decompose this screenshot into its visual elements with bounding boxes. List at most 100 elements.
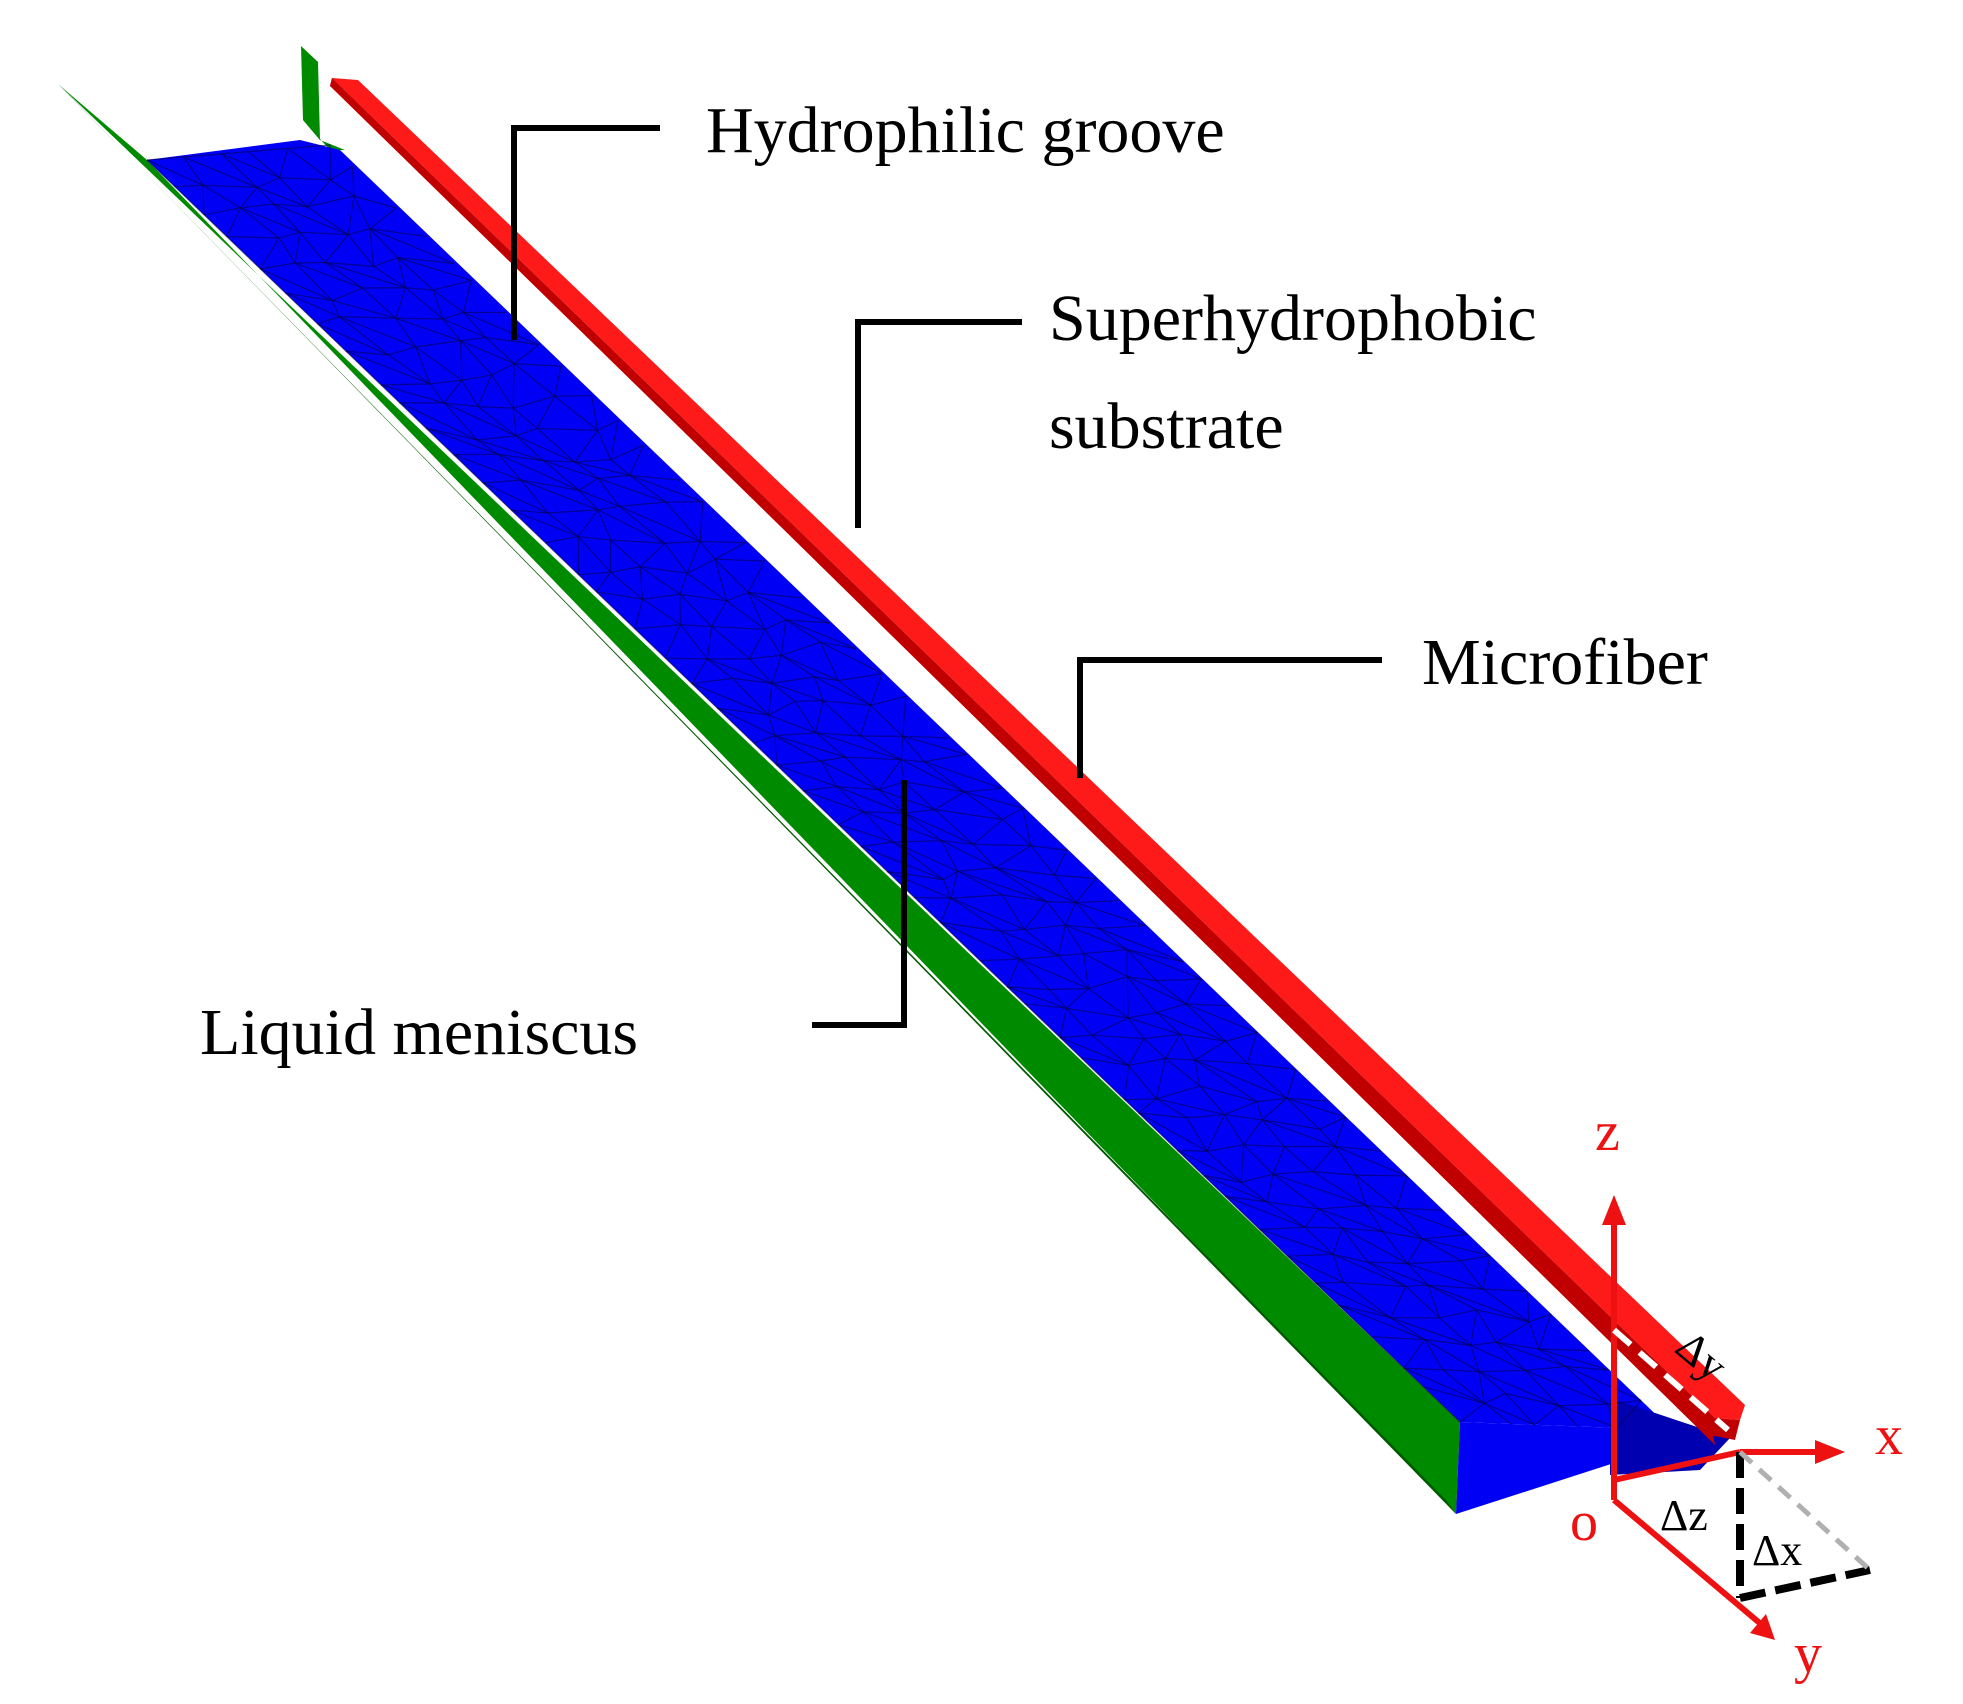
mesh-edge — [1332, 1253, 1406, 1287]
mesh-edge — [1355, 1174, 1397, 1209]
mesh-edge — [979, 960, 1008, 988]
mesh-edge — [1424, 1338, 1471, 1347]
mesh-edge — [1155, 1012, 1181, 1035]
mesh-edge — [1272, 1173, 1319, 1210]
mesh-edge — [1538, 1313, 1552, 1350]
mesh-edge — [260, 262, 296, 270]
mesh-edge — [1365, 1204, 1397, 1209]
mesh-edge — [1242, 1119, 1263, 1146]
mesh-edge — [1261, 1119, 1336, 1147]
mesh-edge — [1332, 1227, 1343, 1255]
mesh-edge — [1538, 1348, 1566, 1367]
mesh-edge — [860, 735, 902, 761]
mesh-edge — [629, 474, 680, 481]
mesh-edge — [1007, 986, 1050, 991]
mesh-edge — [1482, 1288, 1527, 1292]
mesh-edge — [345, 350, 431, 385]
mesh-edge — [903, 812, 942, 842]
mesh-edge — [462, 280, 473, 313]
mesh-edge — [1185, 1003, 1226, 1042]
mesh-edge — [1460, 1255, 1491, 1262]
mesh-edge — [732, 677, 772, 684]
mesh-edge — [1002, 807, 1023, 820]
mesh-edge — [1423, 1386, 1461, 1423]
mesh-edge — [429, 383, 445, 404]
mesh-edge — [900, 736, 904, 760]
mesh-edge — [453, 454, 522, 481]
mesh-edge — [203, 184, 258, 188]
mesh-edge — [1225, 1195, 1305, 1228]
mesh-edge — [665, 657, 708, 660]
mesh-edge — [461, 379, 479, 407]
mesh-edge — [1478, 1369, 1526, 1373]
mesh-edge — [717, 707, 776, 737]
mesh-edge — [714, 559, 728, 602]
mesh-edge — [1138, 1112, 1178, 1151]
label-liquid-meniscus: Liquid meniscus — [200, 996, 638, 1069]
mesh-edge — [642, 593, 680, 600]
mesh-edge — [1470, 1341, 1497, 1347]
mesh-edge — [1272, 1170, 1313, 1175]
mesh-edge — [477, 406, 514, 409]
mesh-edge — [405, 287, 434, 291]
mesh-edge — [460, 340, 493, 376]
mesh-edge — [1177, 1149, 1207, 1152]
mesh-edge — [1054, 874, 1097, 880]
mesh-edge — [1155, 1011, 1226, 1042]
mesh-edge — [1367, 1261, 1406, 1287]
mesh-edge — [1059, 1037, 1129, 1067]
mesh-edge — [1127, 1038, 1145, 1066]
mesh-edge — [146, 159, 176, 188]
mesh-edge — [819, 760, 838, 787]
mesh-edge — [330, 179, 355, 197]
mesh-edge — [1224, 1040, 1248, 1064]
mesh-edge — [1075, 902, 1146, 927]
mesh-edge — [287, 144, 331, 150]
mesh-edge — [278, 148, 289, 178]
mesh-edge — [1338, 1304, 1391, 1319]
mesh-edge — [331, 300, 340, 317]
mesh-edge — [940, 840, 959, 872]
mesh-edge — [1528, 1313, 1552, 1323]
mesh-edge — [714, 542, 746, 560]
mesh-edge — [957, 867, 996, 872]
mesh-edge — [347, 195, 355, 235]
mesh-edge — [547, 512, 579, 538]
mesh-edge — [748, 591, 804, 599]
mesh-edge — [1243, 1144, 1274, 1175]
mesh-edge — [878, 789, 905, 814]
mesh-edge — [279, 177, 308, 208]
mesh-edge — [461, 374, 492, 381]
mesh-edge — [711, 625, 765, 630]
mesh-edge — [203, 214, 228, 237]
mesh-edge — [1185, 1003, 1229, 1007]
mesh-edge — [256, 186, 308, 208]
mesh-edge — [578, 574, 597, 593]
mesh-edge — [202, 184, 241, 209]
mesh-edge — [1332, 1254, 1344, 1283]
mesh-edge — [388, 354, 431, 385]
mesh-edge — [324, 261, 406, 289]
mesh-edge — [1470, 1309, 1478, 1346]
mesh-edge — [610, 444, 644, 461]
mesh-edge — [1404, 1367, 1443, 1371]
mesh-edge — [940, 922, 1020, 960]
mesh-edge — [802, 790, 839, 825]
mesh-edge — [1287, 1255, 1317, 1284]
mesh-edge — [634, 598, 644, 629]
mesh-edge — [1286, 1097, 1321, 1130]
mesh-edge — [679, 593, 713, 627]
mesh-edge — [1484, 1402, 1535, 1426]
label-substrate: substrate — [1049, 390, 1284, 463]
mesh-edge — [1177, 1149, 1204, 1176]
mesh-edge — [1427, 1284, 1441, 1319]
mesh-edge — [838, 680, 871, 706]
mesh-edge — [815, 732, 861, 737]
mesh-edge — [397, 257, 454, 264]
mesh-edge — [639, 542, 666, 568]
mesh-edge — [369, 207, 397, 230]
mesh-edge — [1203, 1174, 1242, 1183]
mesh-edge — [781, 654, 839, 682]
mesh-edge — [764, 619, 787, 630]
